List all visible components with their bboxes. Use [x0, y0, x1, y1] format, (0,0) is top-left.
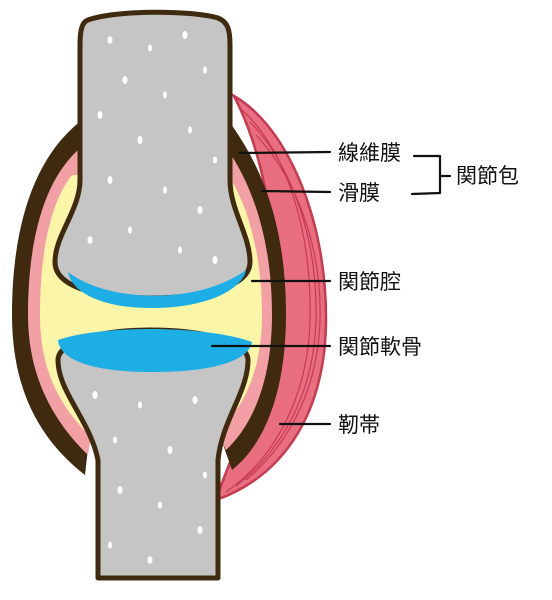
leader-synovial-membrane [260, 189, 332, 194]
label-joint-cavity: 関節腔 [338, 270, 401, 294]
ligament-fiber [245, 134, 321, 481]
upper-articular-cartilage [68, 270, 246, 308]
leader-joint-capsule-bracket [410, 154, 452, 196]
leader-lines [210, 150, 452, 426]
label-articular-cartilage: 関節軟骨 [338, 335, 422, 359]
lower-articular-cartilage [58, 328, 252, 372]
ligament-fiber [235, 121, 317, 487]
leader-fibrous-membrane [238, 150, 332, 155]
upper-bone-shape [52, 9, 253, 301]
ligament [214, 92, 328, 503]
lower-bone-texture [92, 391, 207, 564]
labels: 線維膜 滑膜 関節包 関節腔 関節軟骨 靭帯 [338, 141, 519, 437]
upper-bone-texture [87, 31, 218, 264]
lower-bone [55, 327, 252, 581]
upper-bone [52, 9, 253, 308]
label-synovial-membrane: 滑膜 [338, 181, 380, 205]
label-joint-capsule: 関節包 [456, 164, 519, 188]
label-ligament: 靭帯 [338, 413, 380, 437]
label-fibrous-membrane: 線維膜 [338, 141, 401, 165]
